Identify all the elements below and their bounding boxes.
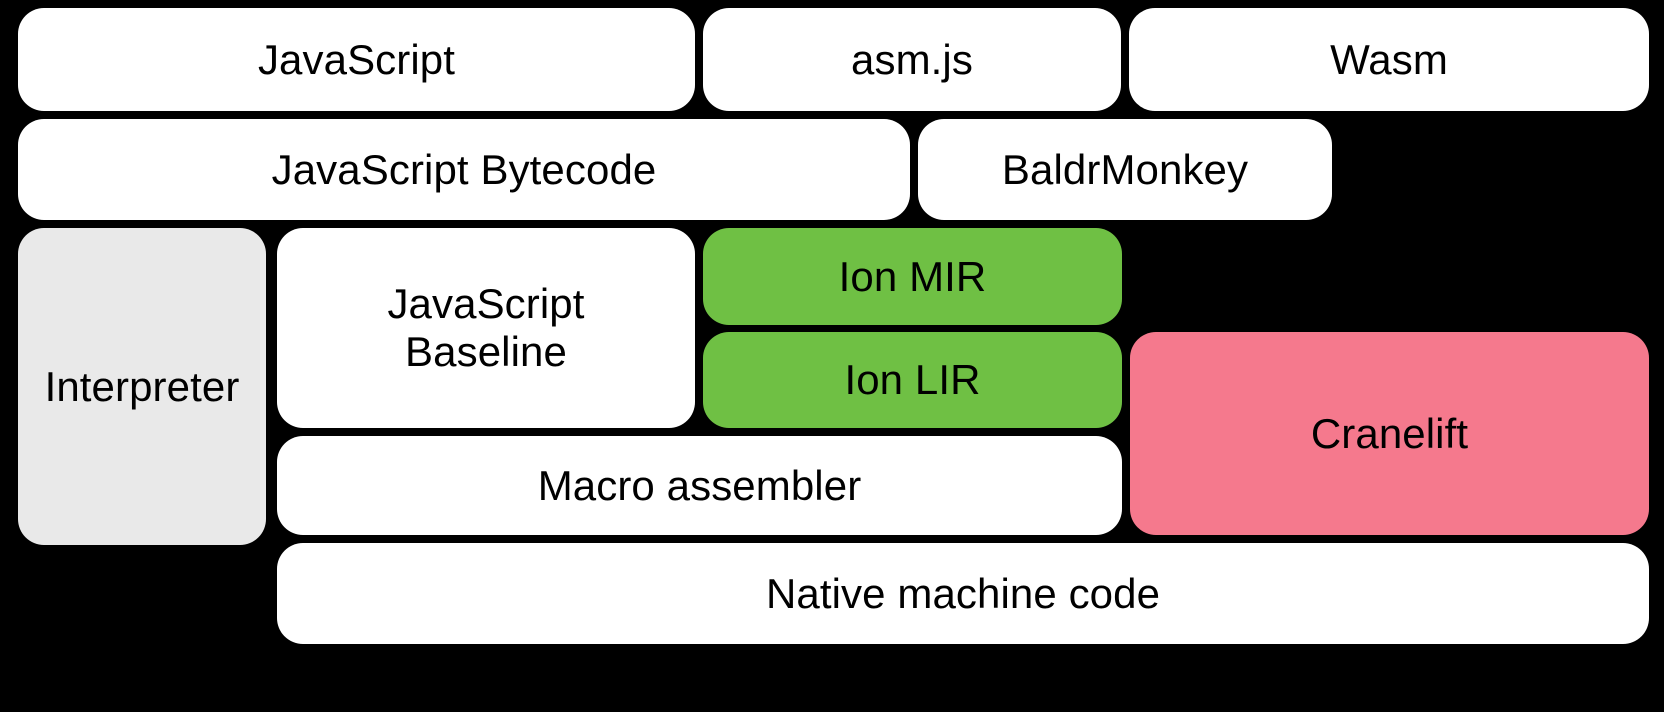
node-ion-lir[interactable]: Ion LIR bbox=[703, 332, 1122, 428]
node-native-machine-code[interactable]: Native machine code bbox=[277, 543, 1649, 644]
node-baldrmonkey[interactable]: BaldrMonkey bbox=[918, 119, 1332, 220]
node-interpreter[interactable]: Interpreter bbox=[18, 228, 266, 545]
node-ion-mir[interactable]: Ion MIR bbox=[703, 228, 1122, 325]
node-wasm[interactable]: Wasm bbox=[1129, 8, 1649, 111]
node-javascript-bytecode[interactable]: JavaScript Bytecode bbox=[18, 119, 910, 220]
node-javascript[interactable]: JavaScript bbox=[18, 8, 695, 111]
node-cranelift[interactable]: Cranelift bbox=[1130, 332, 1649, 535]
node-macro-assembler[interactable]: Macro assembler bbox=[277, 436, 1122, 535]
node-asm-js[interactable]: asm.js bbox=[703, 8, 1121, 111]
node-javascript-baseline[interactable]: JavaScript Baseline bbox=[277, 228, 695, 428]
